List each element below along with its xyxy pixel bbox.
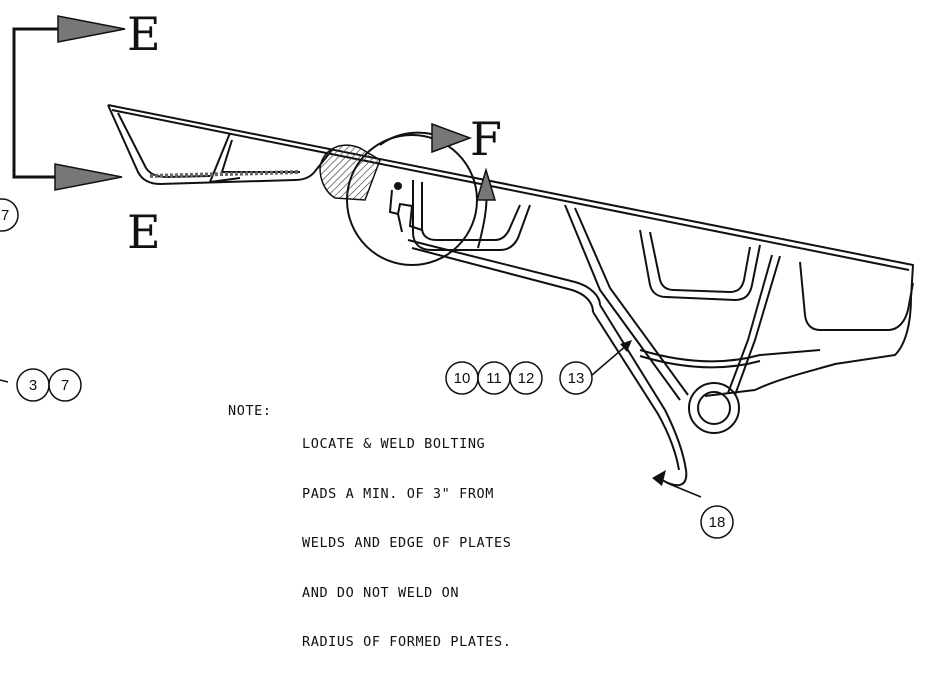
- svg-text:13: 13: [568, 370, 585, 387]
- svg-text:11: 11: [486, 370, 502, 387]
- section-arrow-bottom: [54, 163, 123, 191]
- note-line: RADIUS OF FORMED PLATES.: [302, 634, 512, 650]
- balloon-17: 17: [0, 198, 19, 232]
- leader-arrow-18: [652, 470, 666, 486]
- section-arrow-top: [57, 15, 126, 43]
- detail-label-f: F: [470, 112, 502, 166]
- note-line: PADS A MIN. OF 3" FROM: [302, 485, 495, 502]
- formed-plate: [592, 304, 688, 487]
- svg-text:17: 17: [0, 207, 9, 224]
- balloon-12: 12: [509, 361, 543, 395]
- section-cut-line-e: [12, 27, 66, 179]
- frame-outline: [107, 104, 914, 401]
- detail-arrowhead-side: [475, 167, 497, 201]
- drawing-sheet: E E F: [0, 0, 914, 650]
- note-line: LOCATE & WELD BOLTING: [302, 436, 486, 452]
- leader-arrow-13: [620, 340, 632, 352]
- technical-drawing: E E F: [0, 7, 914, 539]
- note-line: AND DO NOT WELD ON: [302, 584, 460, 601]
- section-label-top: E: [127, 7, 161, 61]
- pivot-boss-outer: [688, 382, 740, 434]
- svg-text:12: 12: [518, 370, 535, 387]
- pivot-boss-inner: [697, 391, 731, 425]
- balloon-7: 7: [48, 368, 82, 402]
- svg-text:18: 18: [709, 514, 726, 531]
- balloon-18: 18: [700, 505, 734, 539]
- weld-bead: [149, 170, 301, 178]
- weld-note: NOTE: LOCATE & WELD BOLTING PADS A MIN. …: [0, 0, 511, 650]
- note-label: NOTE:: [228, 403, 272, 419]
- note-line: WELDS AND EDGE OF PLATES: [302, 535, 512, 551]
- bolt-pad-detail: [388, 182, 423, 233]
- svg-text:10: 10: [454, 370, 471, 387]
- svg-text:3: 3: [29, 377, 37, 394]
- leaders: [0, 344, 702, 498]
- balloon-13: 13: [559, 361, 593, 395]
- balloon-3: 3: [16, 368, 50, 402]
- balloon-10: 10: [445, 361, 479, 395]
- note-body: LOCATE & WELD BOLTING PADS A MIN. OF 3" …: [302, 403, 511, 684]
- balloon-11: 11: [477, 361, 511, 395]
- detail-arrowhead-top: [431, 122, 473, 154]
- svg-text:7: 7: [61, 377, 69, 394]
- section-label-bottom: E: [127, 205, 161, 259]
- hatched-section: [319, 144, 381, 201]
